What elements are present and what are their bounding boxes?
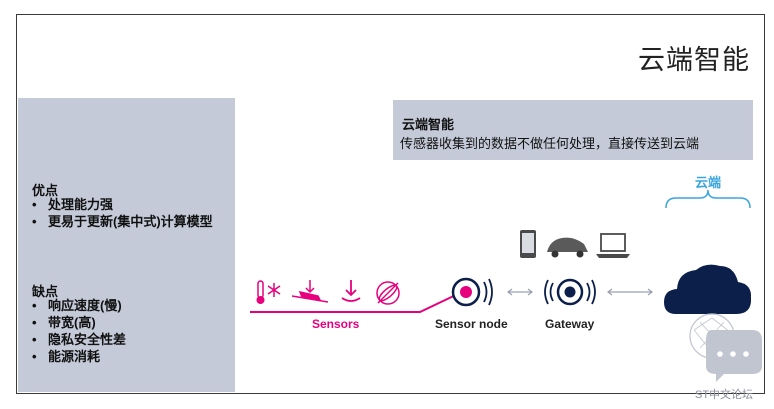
thermometer-icon (256, 280, 265, 304)
forum-logo-icon (689, 313, 762, 382)
pros-list: 处理能力强 更易于更新(集中式)计算模型 (32, 196, 213, 230)
gateway-label: Gateway (545, 317, 595, 331)
sensors-label: Sensors (312, 317, 360, 331)
cloud-label: 云端 (695, 175, 722, 190)
gyroscope-icon (376, 281, 400, 305)
cloud-brace (665, 189, 751, 209)
sensor-node-icon (451, 277, 493, 307)
cons-item: 隐私安全性差 (32, 331, 126, 348)
snowflake-icon (267, 283, 281, 297)
cons-title: 缺点 (32, 284, 59, 299)
cloud-icon (664, 264, 752, 314)
slide-title: 云端智能 (638, 45, 750, 75)
cons-list: 响应速度(慢) 带宽(高) 隐私安全性差 能源消耗 (32, 297, 126, 365)
cons-item: 能源消耗 (32, 348, 126, 365)
download-arrow-icon (341, 280, 361, 302)
info-title: 云端智能 (402, 117, 455, 132)
cons-item: 带宽(高) (32, 314, 126, 331)
pros-title: 优点 (32, 183, 59, 198)
phone-icon (520, 230, 536, 258)
node-gateway-arrow (507, 288, 533, 296)
pros-cons-panel: 优点 处理能力强 更易于更新(集中式)计算模型 缺点 响应速度(慢) 带宽(高)… (18, 98, 235, 392)
watermark-text: ST中文论坛 (695, 389, 754, 401)
cons-item: 响应速度(慢) (32, 297, 126, 314)
cloud-info-box: 云端智能 传感器收集到的数据不做任何处理，直接传送到云端 (393, 100, 753, 160)
car-icon (547, 237, 588, 258)
pros-item: 处理能力强 (32, 196, 213, 213)
gateway-cloud-arrow (607, 288, 653, 296)
info-text: 传感器收集到的数据不做任何处理，直接传送到云端 (400, 136, 700, 151)
sensor-node-label: Sensor node (435, 317, 508, 331)
sensor-link-line (250, 291, 463, 313)
gateway-icon (544, 278, 596, 306)
laptop-icon (596, 233, 630, 258)
pressure-sensor-icon (291, 280, 329, 303)
pros-item: 更易于更新(集中式)计算模型 (32, 213, 213, 230)
